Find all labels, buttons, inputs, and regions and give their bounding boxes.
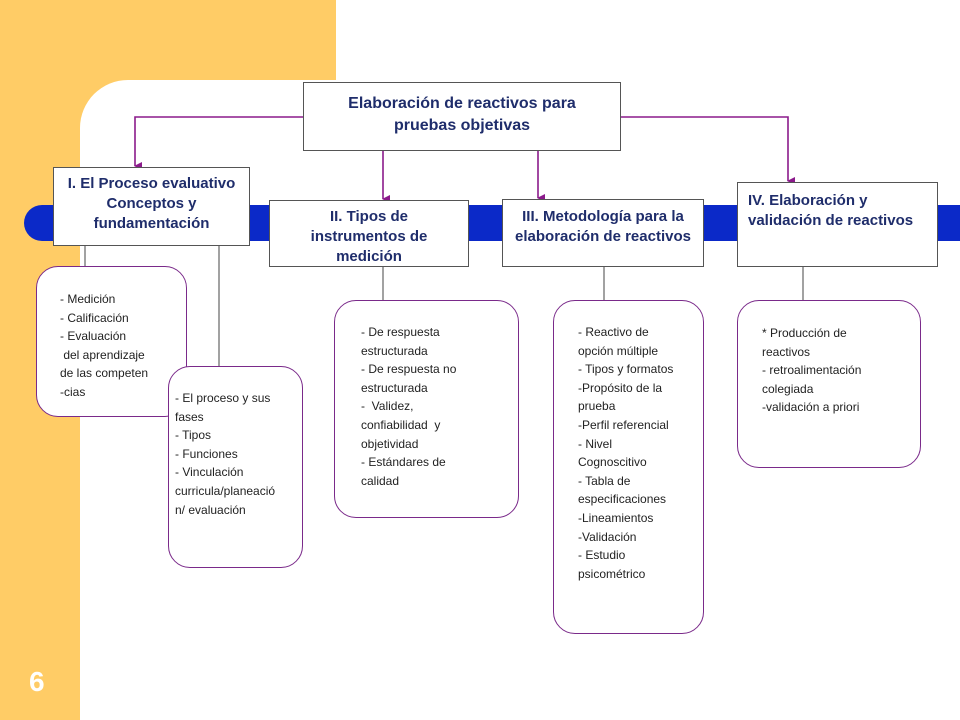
branch-1-box: I. El Proceso evaluativo Conceptos y fun… [53, 167, 250, 246]
note-2-line: - Funciones [175, 446, 238, 461]
note-5-line: * Producción de [762, 326, 847, 340]
note-3-line: estructurada [361, 343, 428, 358]
note-2-box: - El proceso y sus fases - Tipos - Funci… [168, 366, 303, 568]
note-3-line: confiabilidad y [361, 417, 441, 432]
note-4-box: - Reactivo de opción múltiple - Tipos y … [553, 300, 704, 634]
note-4-line: -Validación [578, 529, 637, 544]
note-3-line: objetividad [361, 436, 419, 451]
note-1-box: - Medición - Calificación - Evaluación d… [36, 266, 187, 417]
note-1-line: - Evaluación [60, 329, 127, 344]
note-2-line: n/ evaluación [175, 502, 246, 517]
note-4-line: especificaciones [578, 492, 667, 507]
branch-1-line: fundamentación [93, 215, 210, 232]
note-3-line: - De respuesta no [361, 362, 457, 377]
note-4-line: opción múltiple [578, 343, 659, 358]
note-4-line: prueba [578, 399, 616, 414]
note-3-line: calidad [361, 473, 400, 488]
note-4-line: -Lineamientos [578, 510, 654, 525]
branch-2-box: II. Tipos de instrumentos de medición [269, 200, 469, 267]
note-4-line: -Perfil referencial [578, 417, 669, 432]
note-1-line: - Calificación [60, 310, 129, 325]
note-3-line: - Validez, [361, 399, 414, 414]
branch-2-line: medición [336, 248, 402, 265]
note-3-line: - De respuesta [361, 325, 440, 339]
note-4-line: - Nivel [578, 436, 613, 451]
branch-1-line: Conceptos y [106, 195, 197, 212]
branch-4-box: IV. Elaboración y validación de reactivo… [737, 182, 938, 267]
connector-root-to-4 [621, 116, 795, 185]
note-2-line: curricula/planeació [175, 483, 276, 498]
note-3-line: estructurada [361, 380, 428, 395]
note-2-line: fases [175, 409, 204, 424]
branch-2-line: II. Tipos de [329, 208, 409, 225]
branch-3-box: III. Metodología para la elaboración de … [502, 199, 704, 267]
root-title-line: Elaboración de reactivos para [348, 95, 576, 112]
note-4-line: - Tabla de [578, 473, 631, 488]
note-1-line: -cias [60, 384, 86, 399]
note-3-box: - De respuesta estructurada - De respues… [334, 300, 519, 518]
branch-4-line: IV. Elaboración y [748, 192, 868, 209]
root-title-line: pruebas objetivas [393, 117, 531, 134]
note-5-line: colegiada [762, 381, 814, 396]
branch-1-line: I. El Proceso evaluativo [67, 175, 236, 192]
note-5-line: -validación a priori [762, 400, 860, 415]
note-1-line: - Medición [60, 292, 116, 306]
branch-4-line: validación de reactivos [748, 212, 914, 229]
page-number: 6 [29, 666, 45, 697]
note-4-line: psicométrico [578, 566, 646, 581]
note-4-line: - Estudio [578, 548, 626, 563]
note-4-line: - Tipos y formatos [578, 362, 674, 377]
note-4-line: -Propósito de la [578, 380, 663, 395]
connector-root-to-1 [134, 116, 303, 170]
branch-3-line: III. Metodología para la [522, 208, 684, 225]
note-2-line: - El proceso y sus [175, 391, 271, 405]
note-5-line: reactivos [762, 344, 811, 359]
branch-3-line: elaboración de reactivos [515, 228, 691, 245]
note-4-line: Cognoscitivo [578, 455, 647, 470]
branch-2-line: instrumentos de [310, 228, 428, 245]
note-3-line: - Estándares de [361, 455, 446, 470]
root-topic-box: Elaboración de reactivos para pruebas ob… [303, 82, 621, 151]
note-2-line: - Vinculación [175, 465, 244, 480]
note-5-box: * Producción de reactivos - retroaliment… [737, 300, 921, 468]
note-1-line: del aprendizaje [60, 347, 145, 362]
note-5-line: - retroalimentación [762, 363, 862, 378]
note-4-line: - Reactivo de [578, 325, 649, 339]
note-2-line: - Tipos [175, 428, 212, 443]
note-1-line: de las competen [60, 366, 149, 381]
